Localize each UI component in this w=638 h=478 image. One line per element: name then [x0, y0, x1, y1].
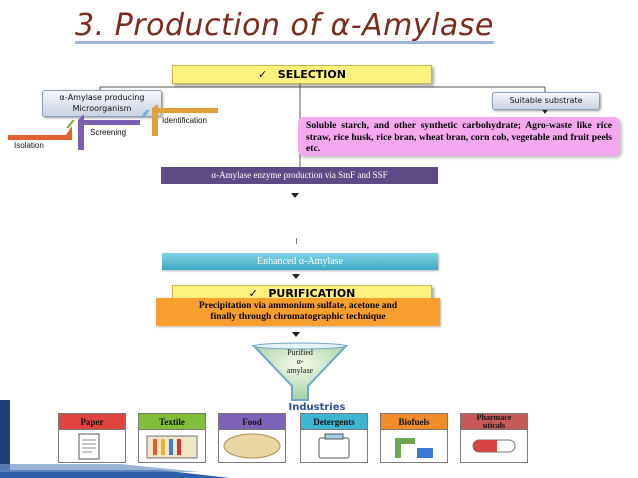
funnel-line3: amylase [286, 366, 314, 375]
precipitation-line1: Precipitation via ammonium sulfate, acet… [198, 301, 398, 311]
industry-card: Paper [58, 413, 126, 463]
industry-label: Textile [138, 413, 206, 430]
industry-label: Paper [58, 413, 126, 430]
industry-card: Biofuels [380, 413, 448, 463]
textile-icon [138, 430, 206, 463]
food-icon [218, 430, 286, 463]
industry-label: Biofuels [380, 413, 448, 430]
industry-label: Food [218, 413, 286, 430]
down-arrow-icon [291, 193, 299, 198]
production-box: α-Amylase enzyme production via SmF and … [161, 167, 438, 184]
precipitation-line2: finally through chromatographic techniqu… [210, 312, 386, 322]
funnel-line2: α- [296, 357, 304, 366]
decorative-stripes [0, 400, 230, 478]
industry-card: Textile [138, 413, 206, 463]
down-arrow-icon [292, 274, 300, 279]
paper-icon [58, 430, 126, 463]
substrate-description: Soluble starch, and other synthetic carb… [298, 117, 620, 156]
industry-card: Pharmace uticals [460, 413, 528, 463]
purification-label: PURIFICATION [268, 287, 356, 300]
industry-label: Detergents [300, 413, 368, 430]
funnel-label: Purified α- amylase [270, 348, 330, 375]
substrate-box: Suitable substrate [492, 92, 600, 110]
screening-bar [78, 120, 140, 125]
enhanced-box: Enhanced α-Amylase [162, 253, 438, 270]
slide-title: 3. Production of α-Amylase [75, 8, 494, 43]
funnel-icon [251, 342, 349, 401]
industry-card: Food [218, 413, 286, 463]
purification-check-icon: ✓ [248, 287, 258, 300]
precipitation-box: Precipitation via ammonium sulfate, acet… [156, 298, 440, 326]
selection-check-icon: ✓ [258, 68, 268, 81]
selection-box: ✓ SELECTION [172, 65, 432, 84]
industries-label: Industries [288, 402, 346, 413]
pharmaceutical-icon [460, 430, 528, 463]
step-screening: Screening [90, 128, 127, 137]
down-arrow-icon [292, 332, 300, 337]
industry-label: Pharmace uticals [460, 413, 528, 430]
detergent-icon [300, 430, 368, 463]
industry-card: Detergents [300, 413, 368, 463]
funnel-line1: Purified [287, 348, 313, 357]
microorganism-line2: Microorganism [72, 104, 132, 113]
selection-label: SELECTION [277, 68, 346, 81]
microorganism-box: α-Amylase producing Microorganism [42, 90, 162, 117]
isolation-arrow [66, 120, 75, 128]
biofuel-icon [380, 430, 448, 463]
microorganism-line1: α-Amylase producing [59, 93, 145, 102]
step-identification: Identification [162, 116, 207, 125]
identification-bar [152, 108, 218, 113]
isolation-bar [8, 135, 66, 140]
step-isolation: Isolation [14, 141, 44, 150]
